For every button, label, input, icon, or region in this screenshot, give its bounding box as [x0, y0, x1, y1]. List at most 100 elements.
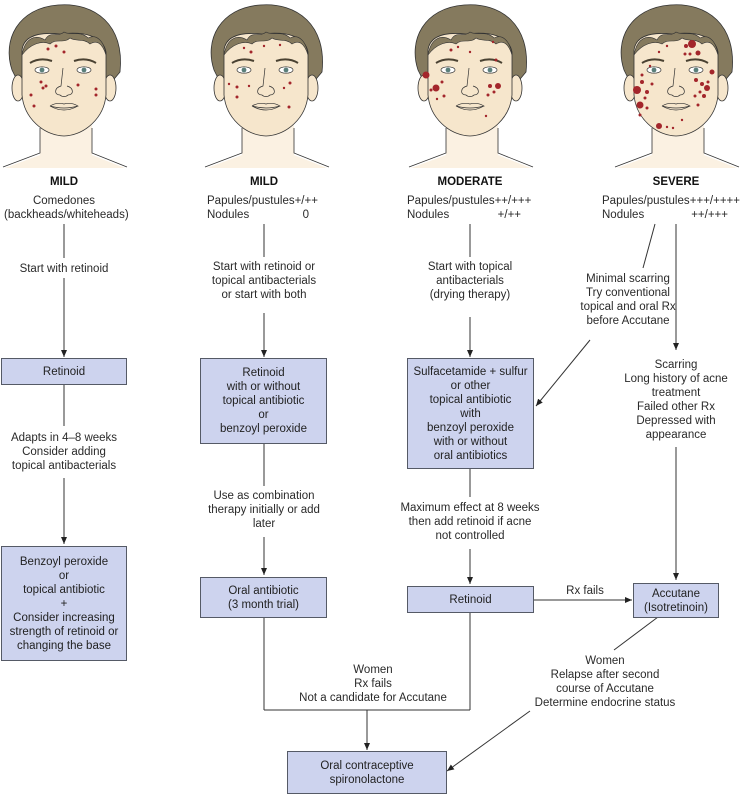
- text-line: +: [60, 597, 68, 610]
- acne-lesion: [242, 46, 246, 50]
- text-line: Benzoyl peroxide: [19, 555, 109, 568]
- eyebrow-right: [275, 58, 299, 64]
- text-line: Failed other Rx: [637, 401, 715, 413]
- grade-value: +/++: [497, 209, 521, 221]
- iris-left: [39, 67, 45, 73]
- neck-outline: [2, 128, 128, 168]
- acne-lesion: [492, 90, 496, 94]
- acne-lesion: [491, 40, 495, 44]
- eyebrow-left: [29, 58, 53, 64]
- acne-lesion: [643, 96, 647, 100]
- acne-lesion: [693, 94, 697, 98]
- hair-fringe: [633, 31, 719, 56]
- severity-label-mild-1: MILD: [49, 176, 79, 188]
- mouth: [455, 102, 485, 111]
- text-line: topical antibiotic: [429, 393, 512, 406]
- eyebrow-left: [231, 58, 255, 64]
- acne-lesion: [640, 73, 644, 77]
- grade-value: +++/++++: [689, 195, 740, 207]
- box-retinoid-col1[interactable]: Retinoid: [1, 358, 127, 385]
- neck-shape: [207, 125, 327, 168]
- text-line: Women: [353, 664, 393, 676]
- text-line: Not a candidate for Accutane: [299, 692, 447, 704]
- acne-lesion: [688, 52, 692, 56]
- grade-label: Papules/pustules: [602, 195, 690, 207]
- grade-label: Nodules: [602, 209, 645, 221]
- grade-value: ++/+++: [691, 209, 728, 221]
- acne-lesion: [706, 80, 710, 84]
- acne-lesion: [54, 44, 58, 48]
- acne-lesion: [704, 85, 710, 91]
- grade-label: Nodules: [407, 209, 450, 221]
- box-accutane[interactable]: Accutane(Isotretinoin): [633, 583, 719, 618]
- acne-lesion: [235, 95, 239, 99]
- acne-lesion: [76, 83, 80, 87]
- acne-lesion: [468, 50, 472, 54]
- acne-lesion: [486, 93, 490, 97]
- grade-label: Papules/pustules: [207, 195, 295, 207]
- text-line: changing the base: [17, 639, 111, 652]
- acne-lesion: [702, 94, 706, 98]
- box-oral-antibiotic[interactable]: Oral antibiotic(3 month trial): [200, 577, 327, 618]
- acne-lesion: [440, 80, 444, 84]
- acne-lesion: [656, 123, 662, 129]
- text-line: Use as combination: [213, 490, 315, 502]
- text-line: antibacterials: [436, 275, 504, 287]
- acne-lesion: [636, 101, 644, 109]
- face-illustration-mild-papules: [204, 4, 330, 168]
- acne-lesion: [494, 58, 498, 62]
- text-line: Accutane: [652, 587, 700, 600]
- acne-lesion: [633, 86, 641, 94]
- text-line: Depressed with: [636, 415, 716, 427]
- acne-lesion: [94, 93, 98, 97]
- acne-lesion: [235, 85, 239, 89]
- text-line: benzoyl peroxide: [427, 421, 514, 434]
- text-line: then add retinoid if acne: [408, 516, 532, 528]
- step-note-col1: Start with retinoid: [4, 262, 124, 276]
- acne-lesion: [683, 52, 687, 56]
- acne-lesion: [645, 90, 649, 94]
- nose: [667, 67, 685, 97]
- acne-lesion: [665, 44, 669, 48]
- acne-lesion: [422, 71, 430, 79]
- neck-outline: [204, 128, 330, 168]
- eyebrow-left: [435, 58, 459, 64]
- text-line: topical antibacterials: [211, 275, 317, 287]
- text-line: Consider increasing: [13, 611, 115, 624]
- text-line: or: [58, 569, 70, 582]
- text-line: (drying therapy): [429, 289, 511, 301]
- iris-left: [445, 67, 451, 73]
- text-line: topical antibacterials: [11, 460, 117, 472]
- iris-right: [487, 67, 493, 73]
- acne-lesion: [46, 47, 50, 51]
- text-line: Start with retinoid: [19, 263, 109, 275]
- connector: [446, 710, 531, 772]
- severity-label-mild-2: MILD: [249, 176, 279, 188]
- severity-label-moderate: MODERATE: [437, 176, 503, 188]
- iris-left: [651, 67, 657, 73]
- acne-lesion: [688, 40, 696, 48]
- acne-lesion: [694, 78, 698, 82]
- text-line: (3 month trial): [228, 598, 299, 611]
- text-line: Retinoid: [42, 365, 86, 378]
- hair-fringe: [21, 31, 107, 56]
- acne-lesion: [287, 105, 291, 109]
- text-line: Long history of acne: [624, 373, 728, 385]
- acne-lesion: [698, 90, 702, 94]
- text-line: spironolactone: [329, 773, 405, 786]
- text-line: Try conventional: [586, 287, 670, 299]
- eyebrow-right: [479, 58, 503, 64]
- text-line: Start with retinoid or: [212, 261, 316, 273]
- acne-lesion: [432, 84, 440, 92]
- text-line: Scarring: [654, 359, 698, 371]
- box-retinoid-col3[interactable]: Retinoid: [407, 586, 534, 613]
- acne-lesion: [442, 94, 446, 98]
